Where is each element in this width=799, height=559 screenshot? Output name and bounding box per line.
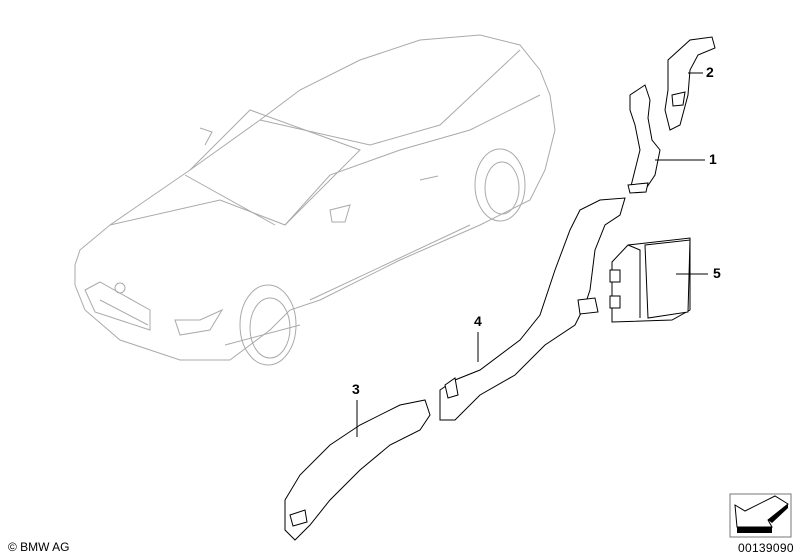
callout-5[interactable]: 5 bbox=[713, 265, 721, 281]
diagram-code: 00139090 bbox=[738, 541, 794, 555]
callout-4[interactable]: 4 bbox=[474, 313, 482, 329]
part-5-control-unit bbox=[609, 237, 708, 323]
car-illustration bbox=[74, 34, 556, 366]
callout-3[interactable]: 3 bbox=[352, 381, 360, 397]
part-2-upper-trim bbox=[664, 36, 716, 131]
part-4-sill-trim bbox=[439, 197, 626, 421]
callout-2[interactable]: 2 bbox=[706, 64, 714, 80]
copyright-label: © BMW AG bbox=[8, 540, 70, 554]
part-3-rear-sill-trim bbox=[284, 399, 431, 541]
callout-1[interactable]: 1 bbox=[709, 151, 717, 167]
part-1-column-trim bbox=[627, 84, 705, 194]
arrow-down-left-icon[interactable] bbox=[729, 493, 792, 538]
